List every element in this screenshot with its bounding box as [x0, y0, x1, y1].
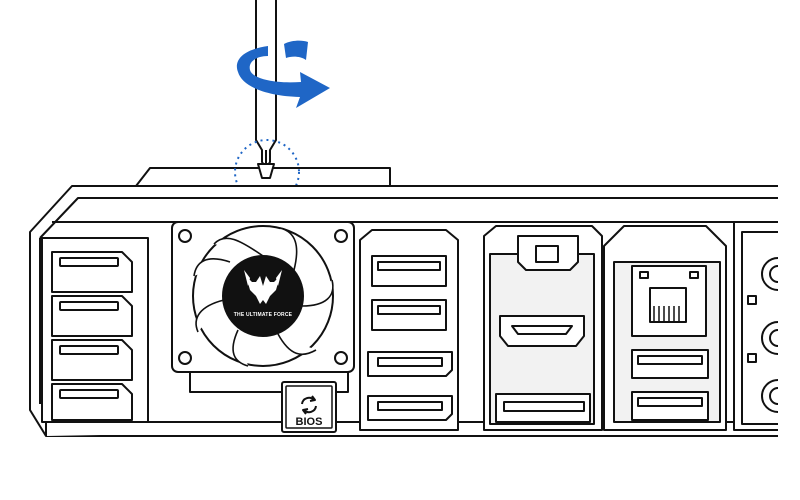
usb-port: [51, 295, 133, 337]
usb-port: [371, 255, 447, 287]
usb-port: [51, 383, 133, 421]
displayport-port: [367, 351, 453, 377]
screw-icon: [257, 163, 275, 179]
tuf-logo-icon: [244, 270, 282, 304]
bios-flashback-button: BIOS: [281, 381, 337, 433]
usb-port-stack-center: [359, 229, 459, 431]
bios-flashback-refresh-icon: [301, 395, 317, 415]
audio-jack: [761, 321, 778, 355]
rotate-clockwise-arrow-icon: [236, 40, 330, 108]
displayport-port: [367, 395, 453, 421]
ethernet-port: [631, 265, 707, 337]
audio-jack: [761, 379, 778, 413]
usb-port: [51, 339, 133, 381]
bios-button-label: BIOS: [296, 416, 323, 428]
dotted-circle-highlight: [234, 139, 300, 205]
usb-port: [51, 251, 133, 293]
audio-jack: [761, 257, 778, 291]
chipset-fan: THE ULTIMATE FORCE: [171, 221, 355, 373]
usb-port: [631, 349, 709, 379]
lan-usb-stack: [603, 225, 727, 431]
displayport-port: [495, 393, 591, 423]
fan-blades: [193, 227, 334, 367]
optical-spdif-port: [517, 235, 579, 271]
audio-jack-stack: [733, 221, 778, 431]
fan-label: THE ULTIMATE FORCE: [234, 312, 293, 318]
video-output-stack: [483, 225, 603, 431]
usb-stack-left: [41, 237, 149, 423]
usb-port: [371, 299, 447, 331]
hdmi-port: [499, 315, 585, 347]
usb-port: [631, 391, 709, 421]
